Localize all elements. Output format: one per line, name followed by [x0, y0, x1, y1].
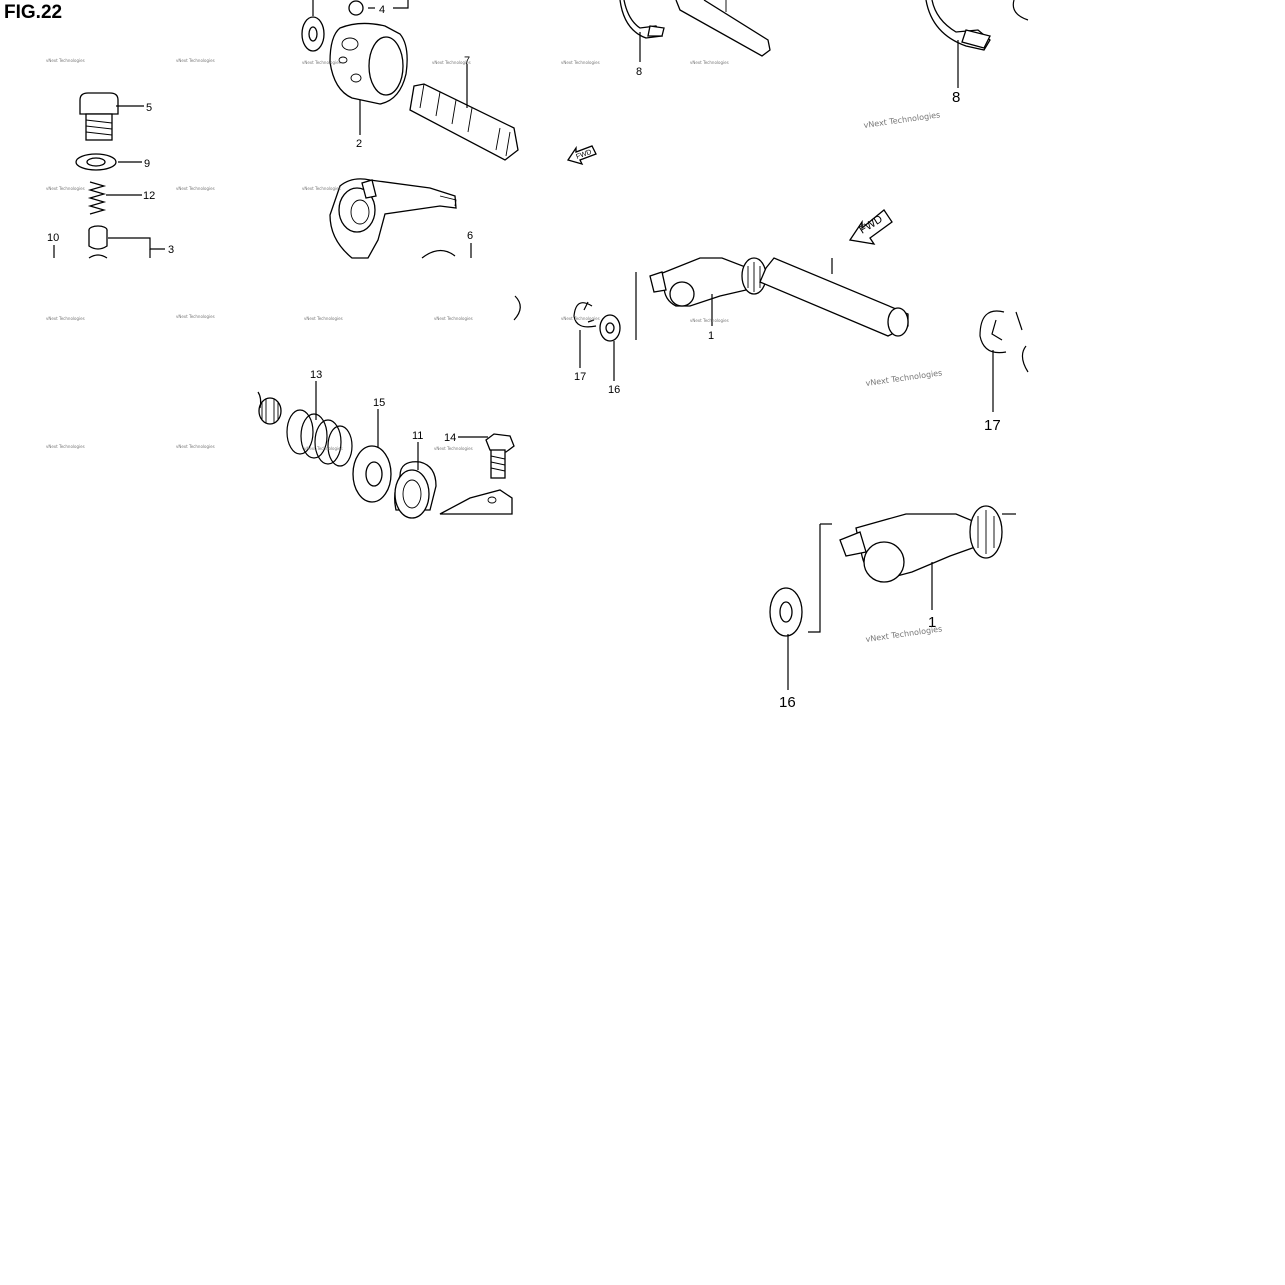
fwd-arrow-small: FWD [566, 145, 597, 166]
watermark-text: vNext Technologies [304, 316, 343, 321]
washer-part [75, 153, 117, 171]
watermark-text: vNext Technologies [302, 186, 341, 191]
figure-title: FIG.22 [4, 2, 63, 23]
watermark-text: vNext Technologies [176, 58, 215, 63]
watermark-text: vNext Technologies [176, 444, 215, 449]
callout-16-large: 16 [779, 694, 796, 711]
callout-10: 10 [47, 232, 59, 244]
watermark-text: vNext Technologies [863, 110, 941, 130]
watermark-text: vNext Technologies [561, 316, 600, 321]
ball-part [348, 0, 364, 16]
cam-washer-part [301, 16, 325, 52]
callout-15: 15 [373, 397, 385, 409]
pin-part [88, 225, 108, 250]
watermark-text: vNext Technologies [304, 446, 343, 451]
callout-16-small: 16 [608, 384, 620, 396]
plug-bolt-part [79, 92, 119, 141]
shift-fork-large-part [925, 0, 1029, 51]
watermark-text: vNext Technologies [46, 186, 85, 191]
shift-shaft-part [409, 83, 519, 161]
flat-washer-part [352, 445, 392, 503]
watermark-text: vNext Technologies [561, 60, 600, 65]
fork-shaft-part [675, 0, 771, 57]
shift-arm-small-part [649, 257, 909, 337]
callout-14: 14 [444, 432, 456, 444]
callout-11: 11 [412, 430, 423, 442]
collar-part [394, 461, 437, 519]
watermark-text: vNext Technologies [432, 60, 471, 65]
watermark-text: vNext Technologies [865, 368, 943, 388]
fwd-arrow-large: FWD [848, 209, 893, 245]
callout-7: 7 [464, 55, 470, 67]
callout-8-small: 8 [636, 66, 642, 78]
shift-lever-part [329, 178, 457, 259]
callout-12: 12 [143, 190, 155, 202]
watermark-text: vNext Technologies [434, 446, 473, 451]
circlip-small-part [573, 301, 597, 328]
callout-17-large: 17 [984, 417, 1001, 434]
circlip-large-part [979, 310, 1029, 373]
shift-arm-large-part [839, 505, 1016, 583]
bracket-part [439, 489, 513, 515]
washer-small-part [599, 314, 621, 342]
callout-3: 3 [168, 244, 174, 256]
washer-large-part [769, 587, 803, 637]
callout-17-small: 17 [574, 371, 586, 383]
watermark-text: vNext Technologies [690, 60, 729, 65]
watermark-text: vNext Technologies [46, 444, 85, 449]
callout-4: 4 [379, 4, 385, 16]
callout-1-large: 1 [928, 614, 936, 631]
roller-part [258, 397, 282, 425]
callout-2: 2 [356, 138, 362, 150]
callout-1-small: 1 [708, 330, 714, 342]
shift-fork-small-part [619, 0, 665, 39]
shift-cam-part [329, 22, 408, 105]
watermark-text: vNext Technologies [690, 318, 729, 323]
hex-bolt-part [485, 433, 515, 479]
watermark-text: vNext Technologies [302, 60, 341, 65]
coil-spring-part [286, 409, 353, 467]
watermark-text: vNext Technologies [176, 186, 215, 191]
callout-5: 5 [146, 102, 152, 114]
callout-6: 6 [467, 230, 473, 242]
watermark-text: vNext Technologies [46, 58, 85, 63]
watermark-text: vNext Technologies [434, 316, 473, 321]
watermark-text: vNext Technologies [176, 314, 215, 319]
callout-9: 9 [144, 158, 150, 170]
spring-part [87, 181, 107, 215]
callout-8-large: 8 [952, 89, 960, 106]
watermark-text: vNext Technologies [46, 316, 85, 321]
watermark-text: vNext Technologies [865, 624, 943, 644]
callout-13: 13 [310, 369, 322, 381]
